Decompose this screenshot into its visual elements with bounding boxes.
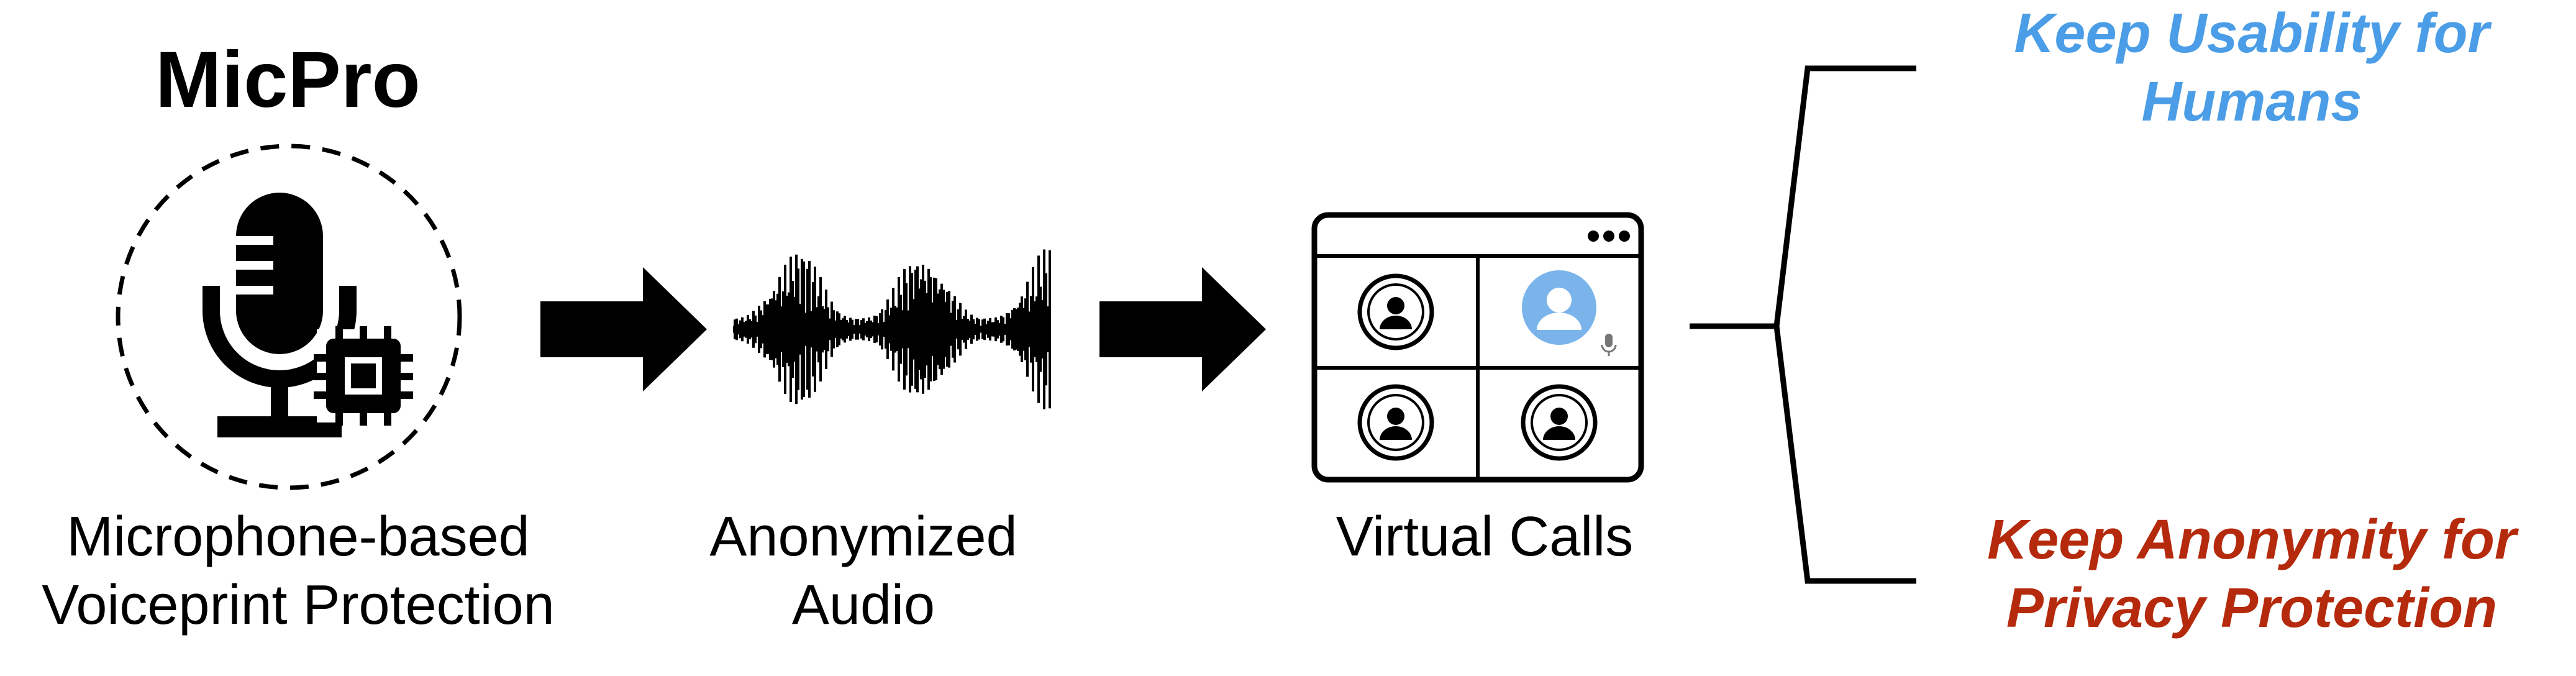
micpro-device-icon — [116, 144, 462, 490]
user-avatar-icon — [1357, 384, 1434, 461]
stage-label-line: Virtual Calls — [1336, 506, 1634, 568]
stage-label-virtual-calls: Virtual Calls — [1273, 503, 1696, 572]
stage-label-line: Audio — [791, 573, 935, 636]
chip-icon — [314, 326, 413, 426]
stage-label-line: Voiceprint Protection — [42, 573, 555, 636]
stage-label-microphone: Microphone-based Voiceprint Protection — [19, 503, 578, 640]
outcome-line: Humans — [2141, 70, 2362, 133]
bracket-connector — [1690, 65, 1916, 584]
active-speaker-avatar-icon — [1522, 270, 1596, 345]
user-avatar-icon — [1521, 384, 1598, 461]
stage-label-line: Anonymized — [709, 506, 1017, 568]
stage-label-line: Microphone-based — [66, 506, 530, 568]
stage-label-audio: Anonymized Audio — [671, 503, 1056, 640]
outcome-line: Privacy Protection — [2006, 577, 2498, 639]
outcome-usability: Keep Usability for Humans — [1941, 0, 2562, 137]
waveform-icon — [733, 249, 1051, 409]
mic-indicator-icon — [1601, 334, 1617, 356]
outcome-line: Keep Anonymity for — [1987, 509, 2516, 571]
outcome-anonymity: Keep Anonymity for Privacy Protection — [1941, 506, 2562, 643]
video-call-window-icon — [1311, 212, 1644, 483]
dashed-circle — [116, 144, 462, 490]
arrow-icon — [1099, 267, 1266, 391]
diagram-title: MicPro — [155, 35, 421, 124]
user-avatar-icon — [1357, 273, 1434, 350]
window-menu-dots — [1588, 231, 1630, 242]
arrow-icon — [540, 267, 707, 391]
outcome-line: Keep Usability for — [2014, 2, 2490, 65]
